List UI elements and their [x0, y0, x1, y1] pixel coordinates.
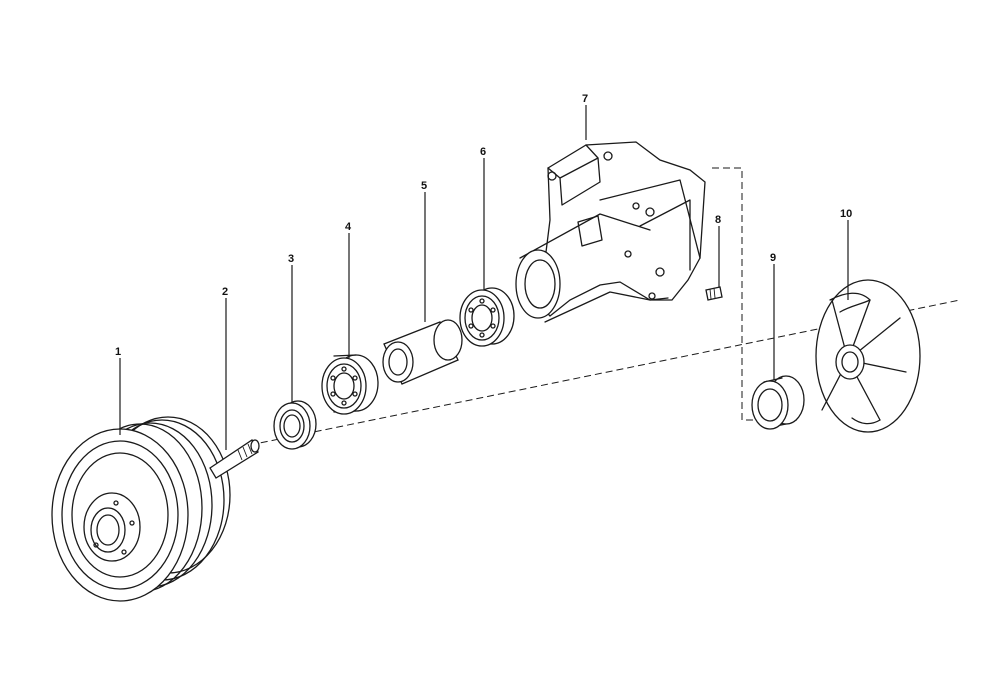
part-6-bearing: [459, 287, 515, 347]
part-2-shaft: [209, 439, 260, 479]
callout-7: 7: [582, 93, 588, 105]
callout-4: 4: [345, 221, 352, 233]
part-7-housing: [515, 141, 706, 323]
part-9-seal-ring: [751, 375, 805, 430]
callout-6: 6: [480, 146, 486, 158]
callout-9: 9: [770, 252, 776, 264]
callout-3: 3: [288, 253, 294, 265]
callout-10: 10: [840, 208, 852, 220]
callout-2: 2: [222, 286, 228, 298]
part-4-bearing: [321, 354, 379, 415]
part-5-spacer: [382, 319, 463, 385]
part-1-pulley: [51, 416, 231, 602]
part-10-impeller: [815, 279, 921, 433]
callout-8: 8: [715, 214, 721, 226]
part-8-nipple: [705, 286, 723, 301]
callout-5: 5: [421, 180, 427, 192]
callout-1: 1: [115, 346, 121, 358]
part-3-seal: [273, 400, 317, 450]
leader-lines: [119, 105, 849, 450]
